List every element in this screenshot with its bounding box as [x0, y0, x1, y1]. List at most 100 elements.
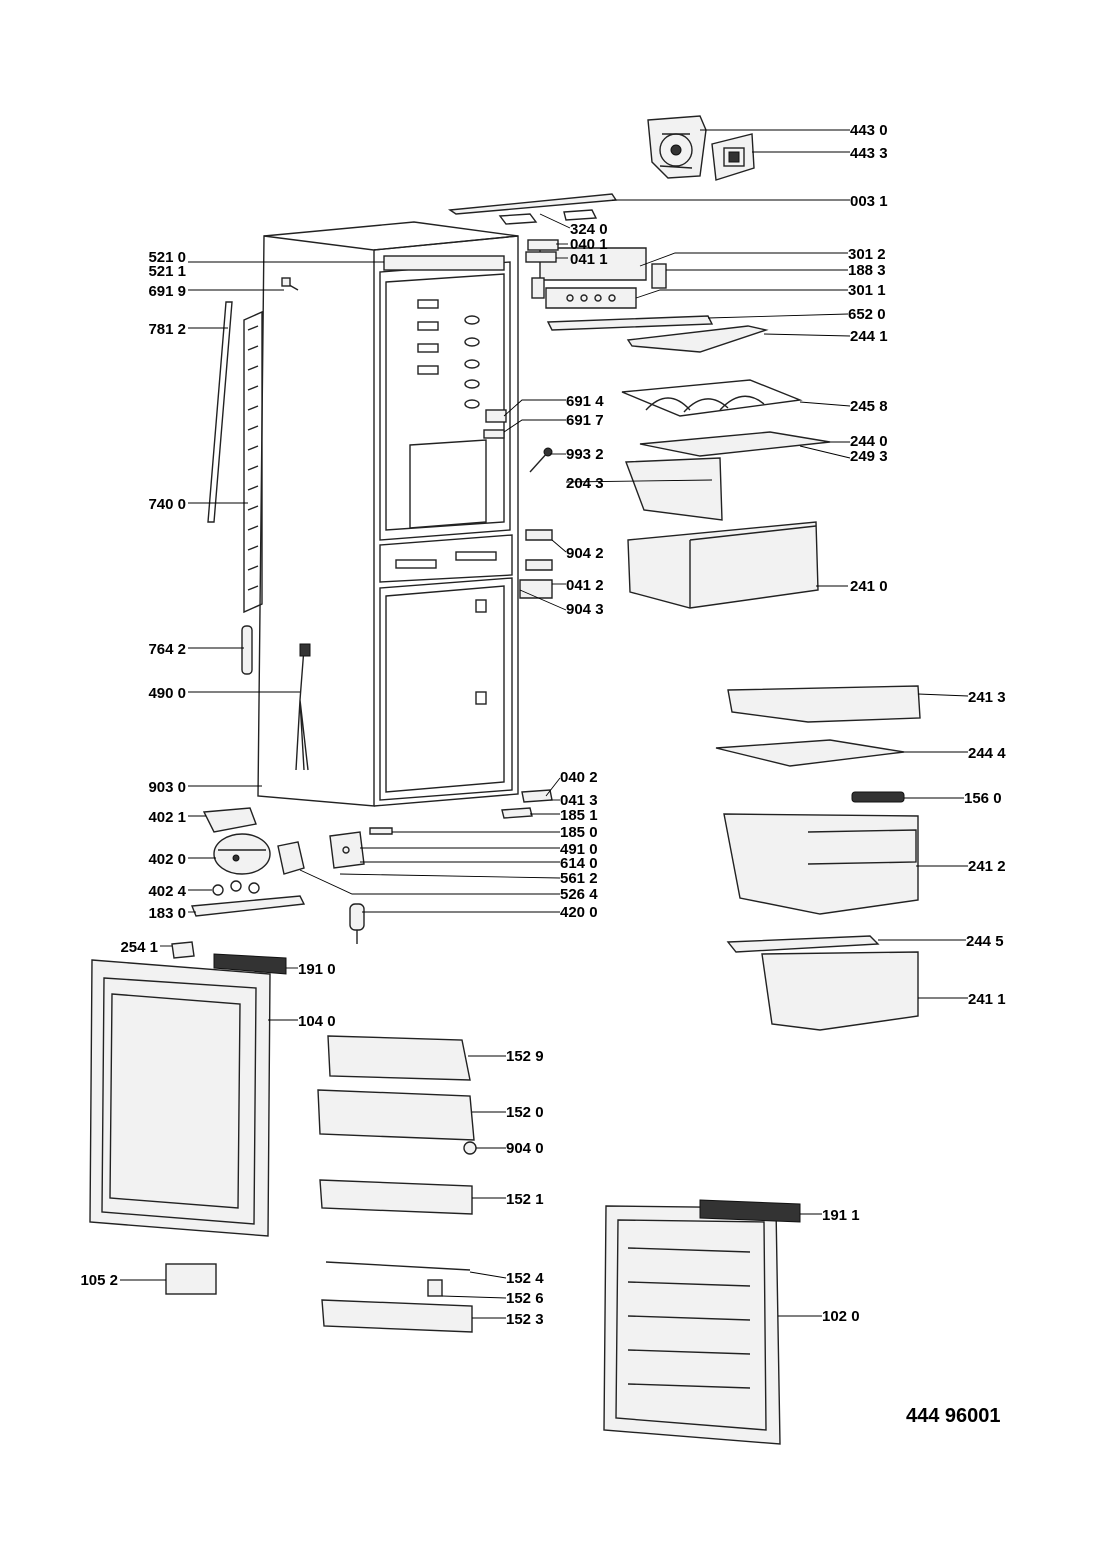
label-041-3: 041 3	[560, 792, 598, 809]
label-152-6: 152 6	[506, 1290, 544, 1307]
label-241-0: 241 0	[850, 578, 888, 595]
thermostat-part	[529, 447, 553, 473]
label-904-0: 904 0	[506, 1140, 544, 1157]
label-041-1: 041 1	[570, 251, 608, 268]
label-904-2: 904 2	[566, 545, 604, 562]
label-245-8: 245 8	[850, 398, 888, 415]
freezer-drawer-small-part	[761, 951, 919, 1031]
label-993-2: 993 2	[566, 446, 604, 463]
crisper-drawer-part	[627, 521, 819, 609]
door-hinge-part	[165, 1263, 217, 1295]
fan-motor-part	[647, 115, 707, 179]
control-panel-part	[539, 247, 647, 309]
top-cover-panel-part	[447, 193, 618, 225]
grommets-part	[212, 880, 260, 896]
power-cord-part	[295, 643, 311, 771]
label-521-0: 521 0	[148, 249, 186, 266]
label-691-4: 691 4	[566, 393, 604, 410]
label-152-9: 152 9	[506, 1048, 544, 1065]
hinge-bracket-part	[519, 529, 553, 599]
label-040-1: 040 1	[570, 236, 608, 253]
label-183-0: 183 0	[148, 905, 186, 922]
label-104-0: 104 0	[298, 1013, 336, 1030]
label-903-0: 903 0	[148, 779, 186, 796]
label-040-2: 040 2	[560, 769, 598, 786]
fan-cover-part	[711, 133, 755, 181]
label-691-9: 691 9	[148, 283, 186, 300]
label-402-1: 402 1	[148, 809, 186, 826]
cabinet-body-part	[257, 221, 519, 807]
freezer-drawer-large-part	[723, 813, 919, 915]
label-764-2: 764 2	[148, 641, 186, 658]
balcony-large-part	[317, 1089, 475, 1141]
label-185-1: 185 1	[560, 807, 598, 824]
label-740-0: 740 0	[148, 496, 186, 513]
label-244-1: 244 1	[850, 328, 888, 345]
label-191-0: 191 0	[298, 961, 336, 978]
glass-plate-part	[639, 431, 831, 457]
freezer-glass-part	[715, 739, 905, 767]
label-241-3: 241 3	[968, 689, 1006, 706]
wire-shelf-part	[621, 379, 803, 417]
label-301-2: 301 2	[848, 246, 886, 263]
label-105-2: 105 2	[80, 1272, 118, 1289]
compressor-part	[213, 833, 271, 875]
condenser-part	[243, 310, 263, 614]
compressor-tray-part	[202, 807, 257, 833]
diagram-code: 444 96001	[906, 1405, 1001, 1427]
label-244-0: 244 0	[850, 433, 888, 450]
door-stopper-part	[171, 941, 195, 959]
hinge-bottom-part	[369, 789, 553, 835]
label-526-4: 526 4	[560, 886, 598, 903]
balcony-cap-part	[463, 1141, 477, 1155]
balcony-small-part	[321, 1299, 473, 1333]
balcony-cover-part	[327, 1035, 471, 1081]
label-185-0: 185 0	[560, 824, 598, 841]
label-521-1: 521 1	[148, 263, 186, 280]
electrical-box-part	[329, 831, 365, 869]
probe-part	[281, 277, 299, 291]
label-102-0: 102 0	[822, 1308, 860, 1325]
label-420-0: 420 0	[560, 904, 598, 921]
sensor-holder-part	[483, 409, 507, 439]
part-labels: 443 0 443 3 003 1 324 0 040 1 041 1 301 …	[80, 122, 1006, 1427]
label-249-3: 249 3	[850, 448, 888, 465]
label-152-3: 152 3	[506, 1311, 544, 1328]
freezer-gasket-part	[699, 1199, 801, 1223]
bottle-bar-part	[325, 1261, 471, 1297]
ice-tray-part	[851, 791, 905, 803]
label-324-0: 324 0	[570, 221, 608, 238]
label-003-1: 003 1	[850, 193, 888, 210]
fridge-door-part	[89, 959, 271, 1237]
label-781-2: 781 2	[148, 321, 186, 338]
label-156-0: 156 0	[964, 790, 1002, 807]
tube-part	[207, 301, 233, 523]
label-241-1: 241 1	[968, 991, 1006, 1008]
label-152-0: 152 0	[506, 1104, 544, 1121]
label-301-1: 301 1	[848, 282, 886, 299]
relay-part	[277, 841, 305, 875]
label-561-2: 561 2	[560, 870, 598, 887]
label-191-1: 191 1	[822, 1207, 860, 1224]
label-904-3: 904 3	[566, 601, 604, 618]
label-244-5: 244 5	[966, 933, 1004, 950]
door-gasket-part	[213, 953, 287, 975]
label-490-0: 490 0	[148, 685, 186, 702]
label-152-1: 152 1	[506, 1191, 544, 1208]
capacitor-part	[349, 903, 365, 944]
label-188-3: 188 3	[848, 262, 886, 279]
light-cover-part	[531, 263, 667, 299]
freezer-tray-part	[727, 685, 921, 723]
label-443-0: 443 0	[850, 122, 888, 139]
filter-drier-part	[241, 625, 253, 675]
label-204-3: 204 3	[566, 475, 604, 492]
compressor-rail-part	[191, 895, 306, 917]
leader-lines	[120, 129, 969, 1319]
balcony-medium-part	[319, 1179, 473, 1215]
label-241-2: 241 2	[968, 858, 1006, 875]
label-652-0: 652 0	[848, 306, 886, 323]
freezer-glass-2-part	[726, 935, 880, 953]
label-614-0: 614 0	[560, 855, 598, 872]
label-691-7: 691 7	[566, 412, 604, 429]
